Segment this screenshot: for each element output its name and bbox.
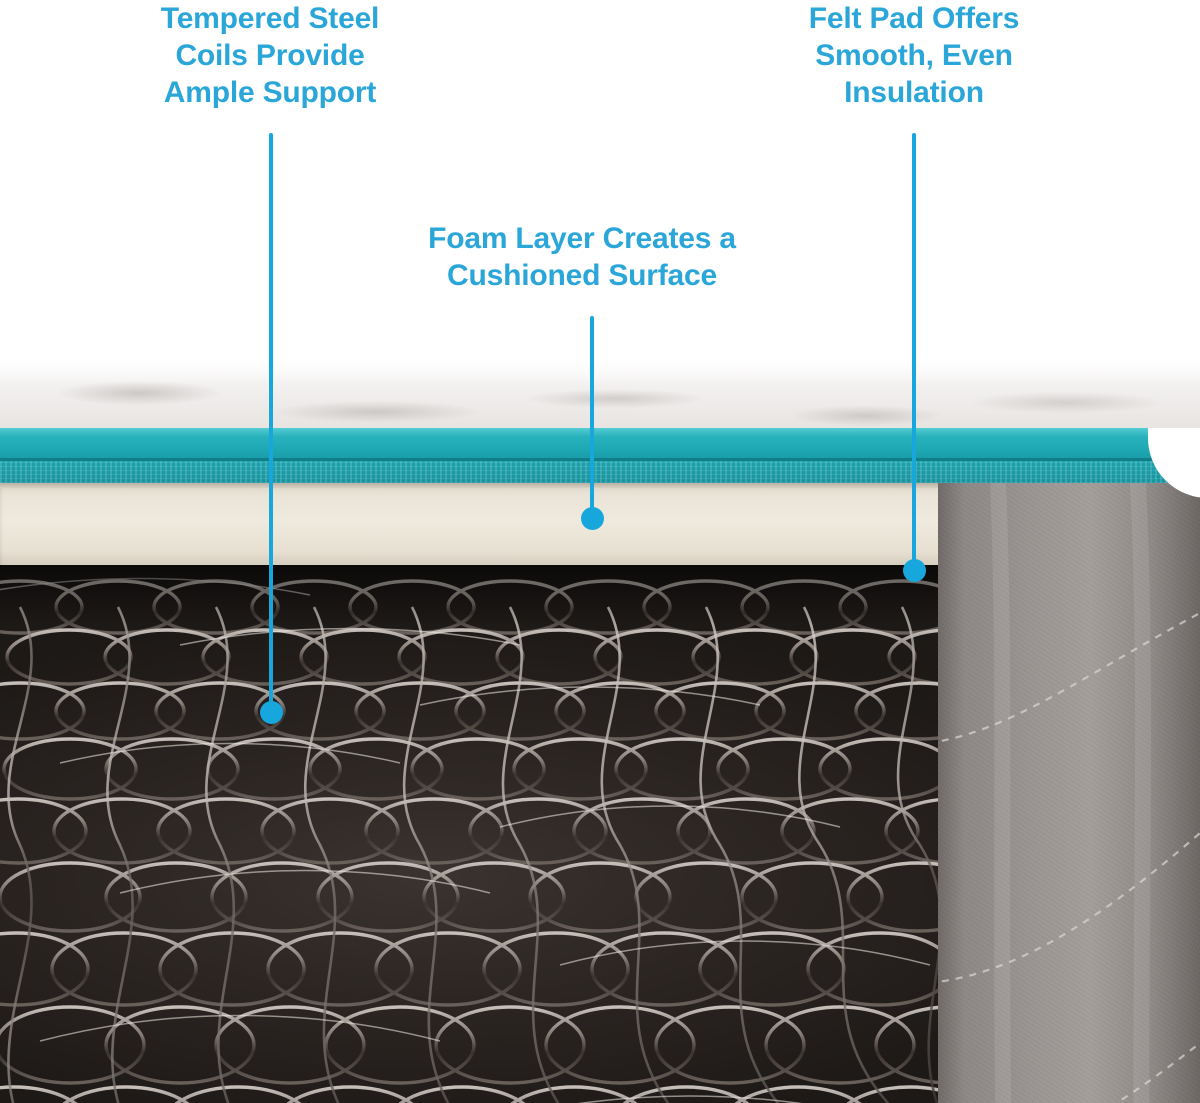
leader-dot-coils: [260, 701, 283, 724]
teal-piping-top-highlight: [0, 428, 1200, 437]
steel-coil-layer: [0, 565, 950, 1103]
leader-dot-foam: [581, 507, 604, 530]
teal-piping-top-weave: [0, 461, 1200, 483]
mattress-cutaway-illustration: [0, 352, 1200, 1103]
callout-label-coils: Tempered Steel Coils Provide Ample Suppo…: [160, 2, 380, 109]
felt-texture: [938, 483, 1200, 1103]
top-fade-overlay: [0, 352, 1200, 386]
teal-piping-top-seam: [0, 458, 1200, 461]
felt-stitch-lines: [938, 483, 1200, 1103]
foam-layer-edge: [0, 483, 950, 488]
felt-pad-panel: [938, 483, 1200, 1103]
leader-line-felt: [912, 133, 916, 573]
coil-top-shadow: [0, 565, 950, 625]
leader-line-coils: [269, 133, 273, 713]
leader-dot-felt: [903, 559, 926, 582]
foam-layer: [0, 483, 950, 567]
callout-label-felt: Felt Pad Offers Smooth, Even Insulation: [808, 2, 1020, 109]
callout-label-foam: Foam Layer Creates a Cushioned Surface: [428, 222, 736, 292]
leader-line-foam: [590, 316, 594, 522]
coil-springs-graphic: [0, 577, 950, 1103]
